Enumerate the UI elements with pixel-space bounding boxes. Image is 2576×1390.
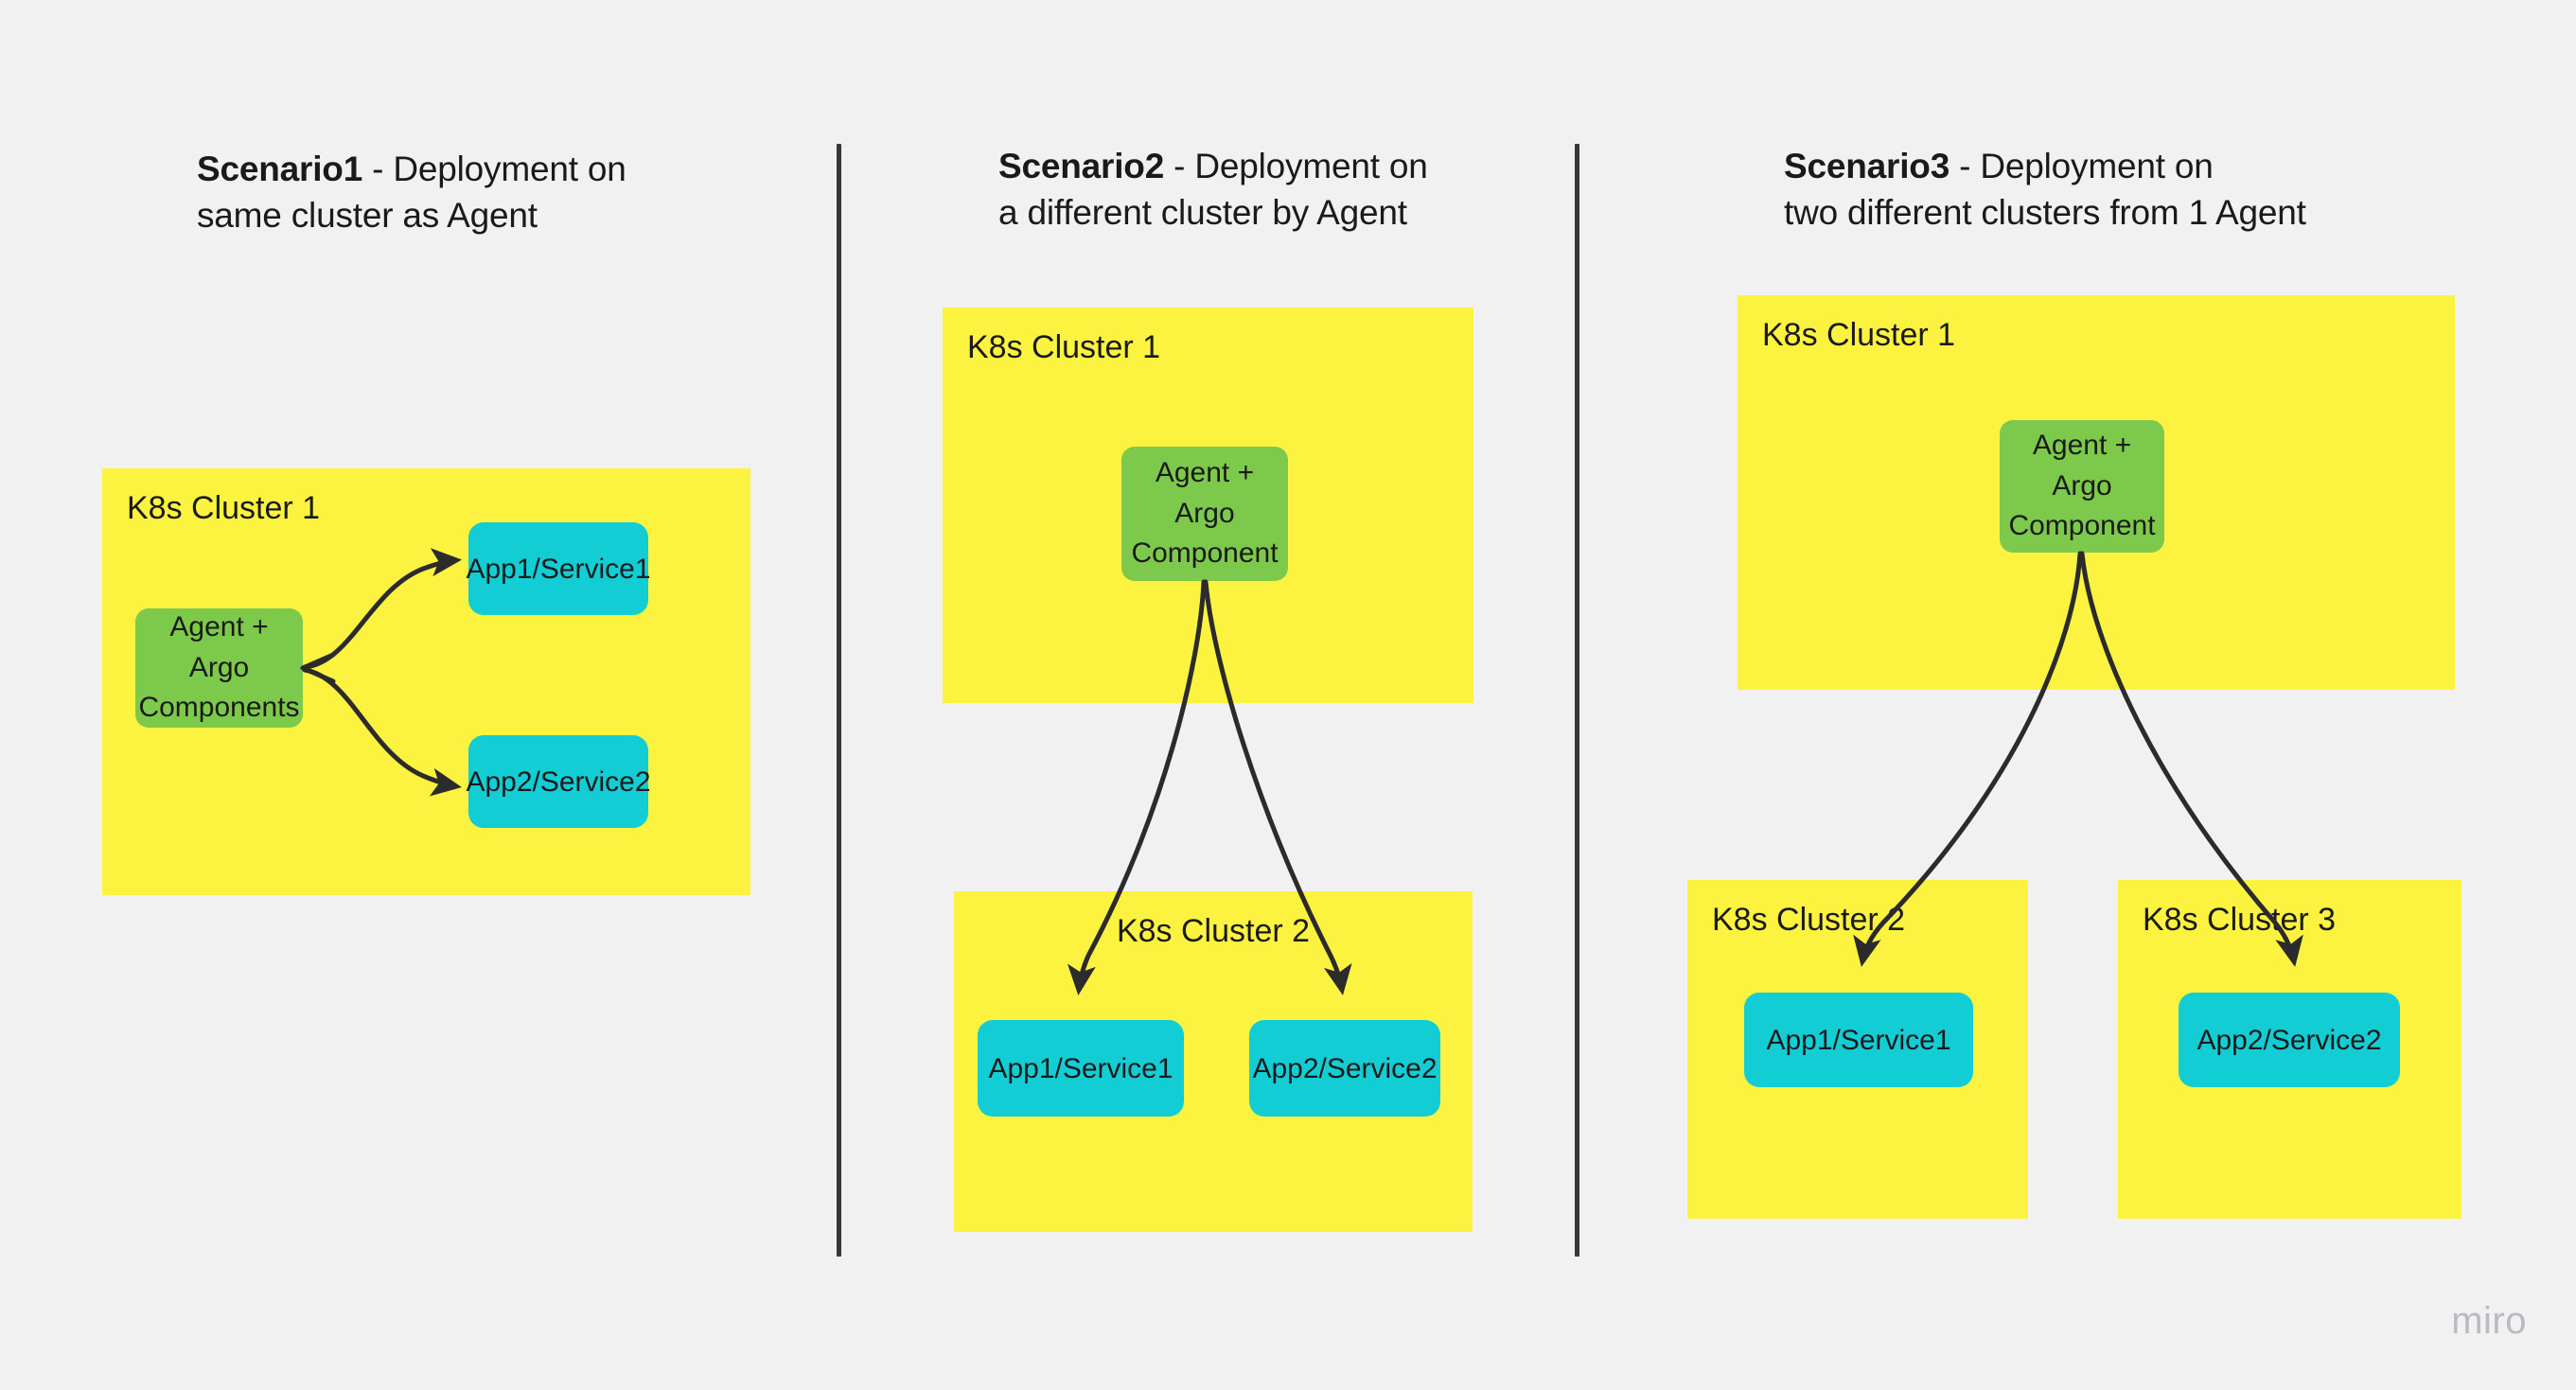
agent-node-s3[interactable]: Agent + Argo Component (2000, 420, 2164, 553)
cluster-label: K8s Cluster 1 (967, 329, 1161, 365)
scenario1-title-rest: - Deployment on same cluster as Agent (197, 150, 626, 235)
app-node-s2-app1[interactable]: App1/Service1 (978, 1020, 1184, 1117)
scenario3-title: Scenario3 - Deployment on two different … (1784, 144, 2306, 237)
scenario2-title-strong: Scenario2 (998, 147, 1165, 185)
scenario2-title: Scenario2 - Deployment on a different cl… (998, 144, 1428, 237)
app-node-s3-app1[interactable]: App1/Service1 (1744, 993, 1973, 1087)
cluster-label: K8s Cluster 1 (1762, 317, 1956, 353)
cluster-label: K8s Cluster 2 (1712, 902, 1906, 938)
scenario2-title-rest: - Deployment on a different cluster by A… (998, 147, 1428, 232)
cluster-label: K8s Cluster 1 (127, 490, 321, 526)
scenario1-title: Scenario1 - Deployment on same cluster a… (197, 147, 626, 239)
panel-divider-1 (837, 144, 841, 1257)
panel-divider-2 (1575, 144, 1579, 1257)
app-node-s3-app2[interactable]: App2/Service2 (2179, 993, 2400, 1087)
cluster-label: K8s Cluster 3 (2143, 902, 2337, 938)
scenario1-title-strong: Scenario1 (197, 150, 363, 188)
app-node-s1-app1[interactable]: App1/Service1 (466, 522, 651, 615)
miro-watermark: miro (2451, 1300, 2527, 1342)
scenario3-title-rest: - Deployment on two different clusters f… (1784, 147, 2306, 232)
agent-node-s2[interactable]: Agent + Argo Component (1121, 447, 1288, 581)
cluster-label: K8s Cluster 2 (1116, 913, 1311, 949)
agent-node-s1[interactable]: Agent + Argo Components (135, 608, 303, 728)
app-node-s1-app2[interactable]: App2/Service2 (466, 735, 651, 828)
scenario3-title-strong: Scenario3 (1784, 147, 1950, 185)
app-node-s2-app2[interactable]: App2/Service2 (1249, 1020, 1440, 1117)
